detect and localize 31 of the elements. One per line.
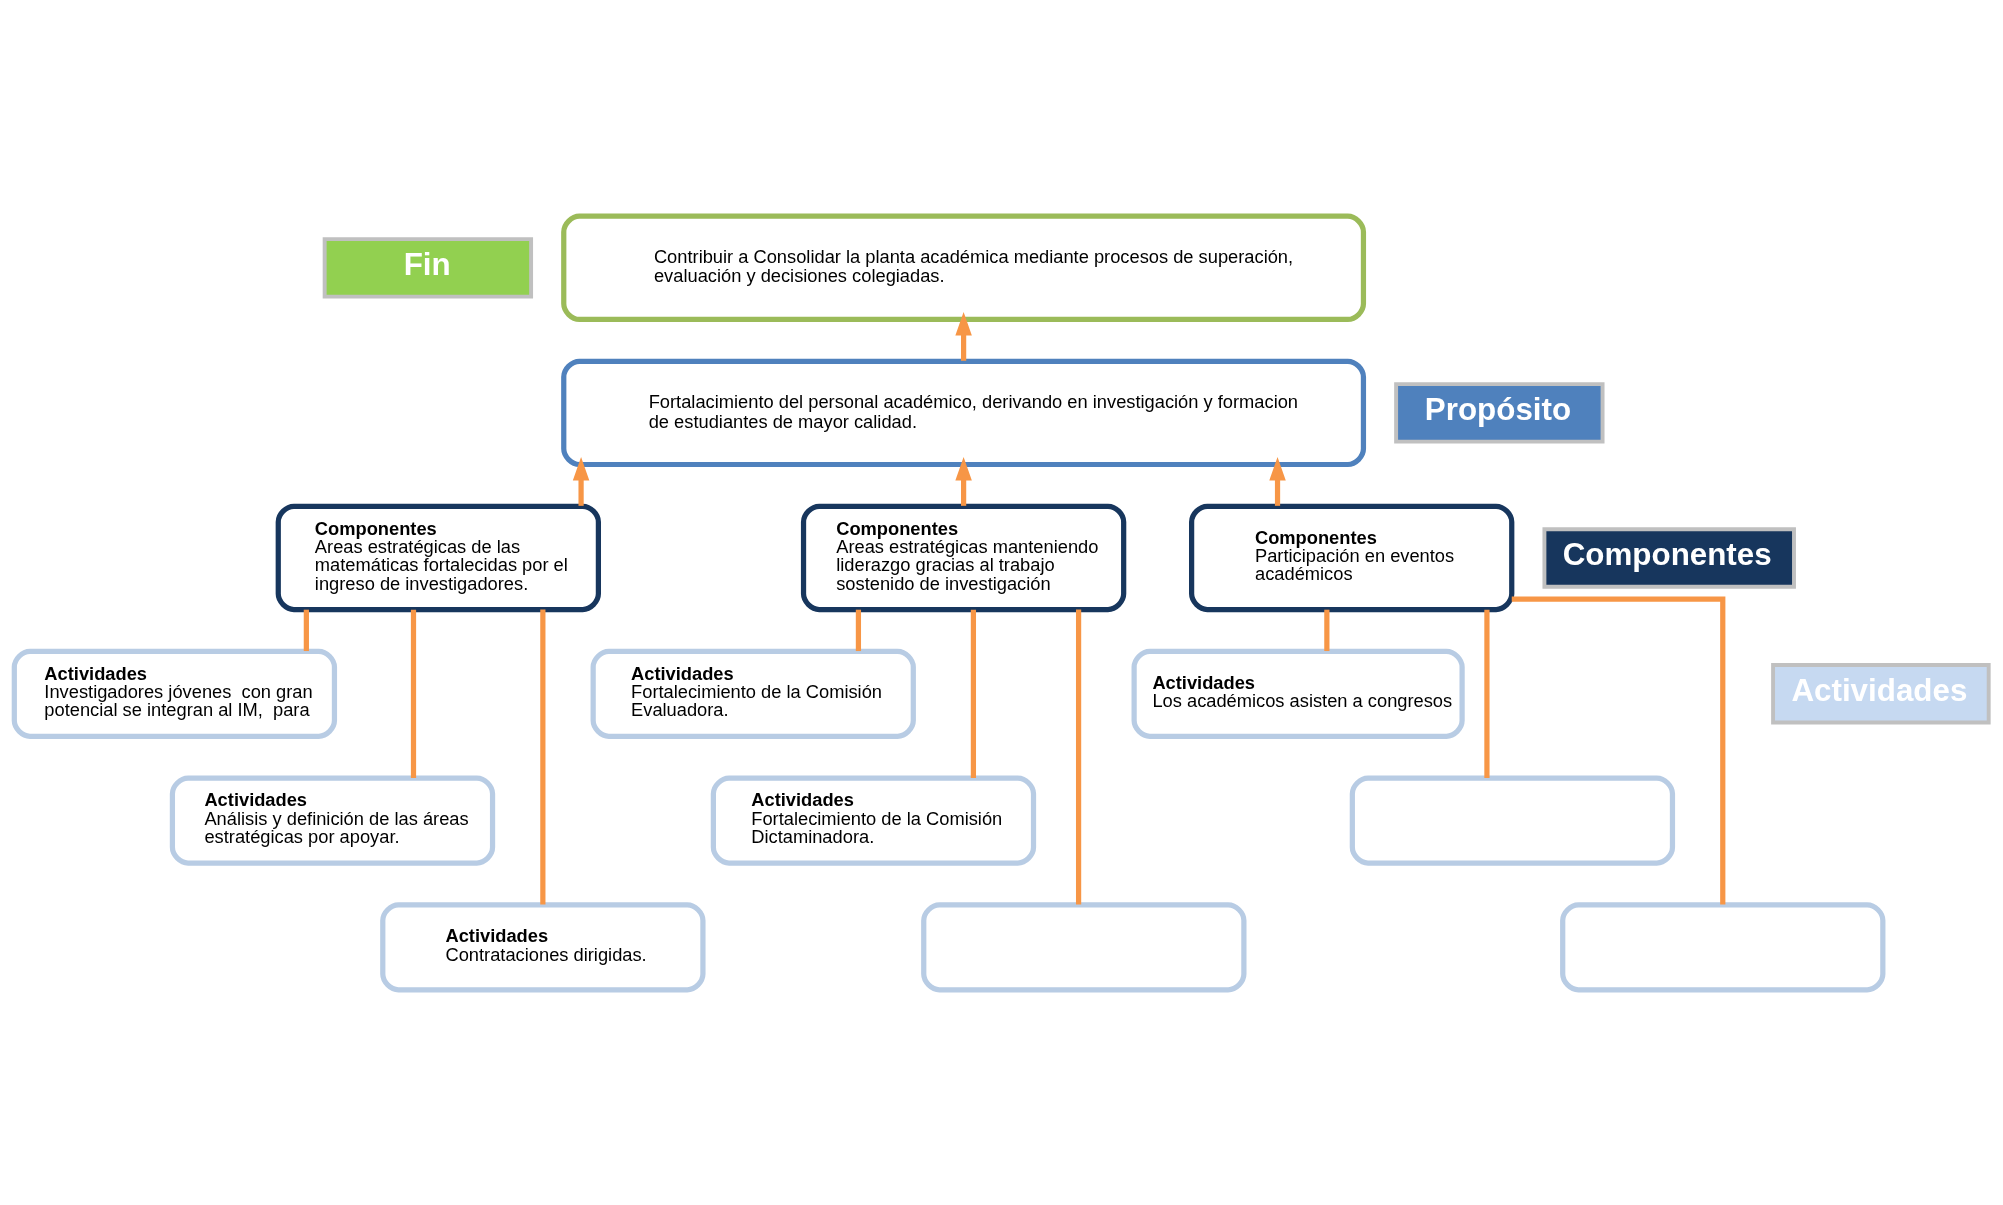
- node-box: Fortalacimiento del personal académico, derivando en investigación y formacion de estudiantes de mayor calidad.: [561, 358, 1367, 467]
- node-box: [1349, 774, 1676, 866]
- arrow: [1269, 456, 1286, 506]
- connector: [1075, 609, 1082, 904]
- connector: [1484, 609, 1490, 778]
- node-box: Actividades Contrataciones dirigidas.: [380, 901, 706, 992]
- connector: [1324, 609, 1330, 651]
- node-box: Componentes Areas estratégicas de las matemáticas fortalecidas por el ingreso de investigadores.: [275, 503, 601, 612]
- node-box: Fin: [322, 236, 534, 299]
- connector: [303, 609, 309, 651]
- node-box: Actividades Fortalecimiento de la Comisión Dictaminadora.: [710, 774, 1037, 866]
- node-box: Actividades Los académicos asisten a congresos: [1131, 648, 1465, 739]
- connector: [855, 609, 862, 651]
- node-box: Propósito: [1394, 381, 1605, 444]
- node-box: Actividades Fortalecimiento de la Comisión Evaluadora.: [590, 648, 916, 739]
- arrow: [572, 456, 590, 506]
- connector: [970, 609, 977, 778]
- arrow: [955, 311, 972, 361]
- node-box: [921, 901, 1247, 992]
- arrow: [955, 456, 972, 506]
- node-box: Componentes: [1542, 526, 1796, 589]
- node-box: Componentes Participación en eventos académicos: [1189, 503, 1515, 612]
- connector: [540, 609, 546, 904]
- node-box: Actividades Investigadores jóvenes con gran potencial se integran al IM, para: [11, 648, 338, 739]
- node-box: Actividades Análisis y definición de las áreas estratégicas por apoyar.: [169, 774, 496, 866]
- node-box: Contribuir a Consolidar la planta académica mediante procesos de superación, evaluación y decisiones colegiadas.: [561, 213, 1367, 322]
- connector: [1511, 595, 1726, 905]
- node-box: Actividades: [1771, 662, 1991, 724]
- node-box: Componentes Areas estratégicas manteniendo liderazgo gracias al trabajo sostenido de investigación: [800, 503, 1127, 612]
- connector: [410, 609, 417, 778]
- node-box: [1560, 901, 1886, 992]
